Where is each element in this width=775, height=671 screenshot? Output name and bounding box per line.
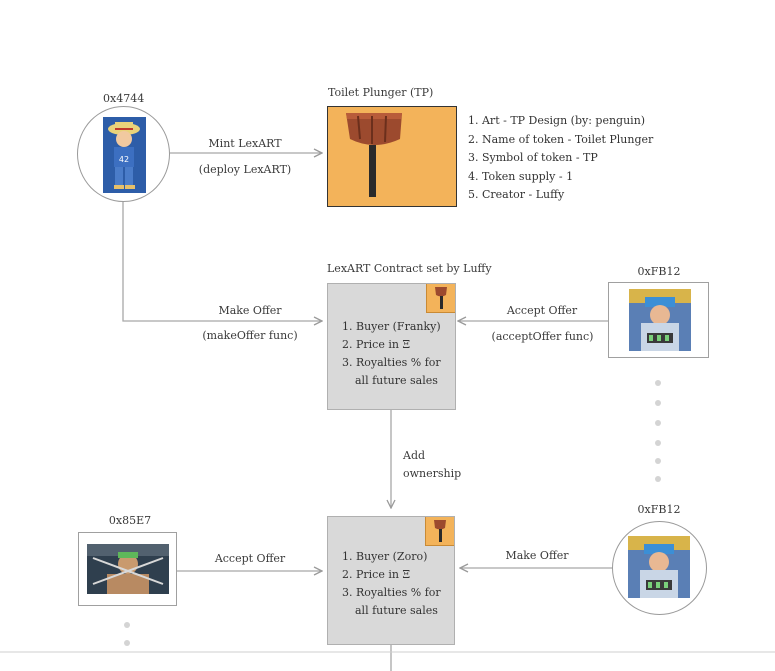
token-attribute: 5. Creator - Luffy xyxy=(468,188,565,201)
contract-top-item: 1. Buyer (Franky) xyxy=(342,320,441,333)
ellipsis-dot xyxy=(124,622,130,628)
ellipsis-dot xyxy=(655,458,661,464)
luffy-avatar-icon: 42 xyxy=(103,117,146,193)
add-ownership-label: Add xyxy=(403,449,426,462)
franky-top-address: 0xFB12 xyxy=(637,265,681,278)
franky-top-node xyxy=(608,282,709,358)
token-attribute: 3. Symbol of token - TP xyxy=(468,151,598,164)
ellipsis-dot xyxy=(655,420,661,426)
token-attribute: 1. Art - TP Design (by: penguin) xyxy=(468,114,646,127)
make-offer-arrow xyxy=(122,202,322,321)
make-offer-sub-label: (makeOffer func) xyxy=(202,329,298,342)
franky-avatar-icon xyxy=(629,289,691,351)
zoro-accept-offer-label: Accept Offer xyxy=(214,552,286,565)
mint-sub-label: (deploy LexART) xyxy=(198,163,292,176)
token-art xyxy=(327,106,457,207)
ellipsis-dot xyxy=(655,440,661,446)
zoro-avatar-icon xyxy=(87,544,169,594)
contract-top-item: 2. Price in Ξ xyxy=(342,338,411,351)
accept-offer-sub-label: (acceptOffer func) xyxy=(491,330,594,343)
ellipsis-dot xyxy=(655,380,661,386)
franky-bottom-node xyxy=(612,521,707,615)
ellipsis-dot xyxy=(124,640,130,646)
token-attribute: 2. Name of token - Toilet Plunger xyxy=(468,132,654,146)
luffy-address: 0x4744 xyxy=(103,92,145,105)
ellipsis-dot xyxy=(655,400,661,406)
plunger-thumbnail-icon xyxy=(425,517,454,546)
accept-offer-label: Accept Offer xyxy=(506,304,578,317)
contract-bottom-item: 2. Price in Ξ xyxy=(342,568,411,581)
zoro-node xyxy=(78,532,177,606)
plunger-thumbnail-icon xyxy=(426,284,455,313)
ellipsis-dot xyxy=(655,476,661,482)
zoro-address: 0x85E7 xyxy=(108,514,152,527)
mint-label: Mint LexART xyxy=(208,137,282,150)
svg-text:42: 42 xyxy=(119,155,129,164)
contract-bottom-box: 1. Buyer (Zoro) 2. Price in Ξ 3. Royalti… xyxy=(327,516,455,645)
contract-top-item: 3. Royalties % for xyxy=(342,356,441,369)
add-ownership-label-2: ownership xyxy=(403,467,462,480)
contract-top-box: 1. Buyer (Franky) 2. Price in Ξ 3. Royal… xyxy=(327,283,456,410)
contract-title: LexART Contract set by Luffy xyxy=(327,262,492,275)
franky-avatar-icon xyxy=(628,536,690,598)
franky-make-offer-label: Make Offer xyxy=(505,549,569,562)
contract-bottom-item: 1. Buyer (Zoro) xyxy=(342,550,428,563)
token-title: Toilet Plunger (TP) xyxy=(328,86,434,99)
plunger-icon xyxy=(346,113,402,197)
contract-bottom-item: all future sales xyxy=(355,604,438,617)
contract-top-item: all future sales xyxy=(355,374,438,387)
contract-bottom-item: 3. Royalties % for xyxy=(342,586,441,599)
franky-bottom-address: 0xFB12 xyxy=(637,503,681,516)
token-attribute: 4. Token supply - 1 xyxy=(468,169,574,183)
token-attributes: 1. Art - TP Design (by: penguin) 2. Name… xyxy=(468,112,653,205)
make-offer-label: Make Offer xyxy=(218,304,282,317)
luffy-avatar-node: 42 xyxy=(77,106,170,202)
